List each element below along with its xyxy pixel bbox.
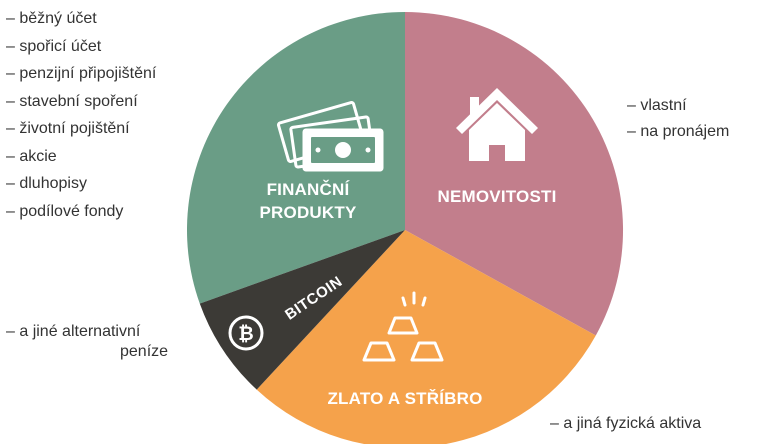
note-item: – podílové fondy (6, 202, 124, 220)
note-item-continuation: peníze (120, 343, 169, 360)
svg-text:₿: ₿ (238, 323, 253, 345)
notes-financial: – běžný účet – spořicí účet – penzijní p… (6, 9, 156, 229)
note-item: – životní pojištění (6, 120, 130, 137)
notes-gold: – a jiná fyzická aktiva (550, 414, 701, 434)
note-item: – akcie (6, 147, 57, 165)
bitcoin-icon: ₿ (228, 315, 264, 351)
label-financial-line-1: FINANČNÍ (266, 180, 350, 199)
gold-bars-icon (362, 291, 444, 362)
note-item: – vlastní (627, 97, 687, 114)
label-gold: ZLATO A STŘÍBRO (327, 389, 483, 408)
note-item: – běžný účet (6, 10, 97, 27)
sector-gold (256, 230, 596, 444)
note-item: – dluhopisy (6, 175, 87, 192)
house-icon (456, 88, 538, 161)
banknote-icon (276, 100, 384, 172)
note-item: – a jiná fyzická aktiva (550, 415, 702, 432)
notes-realestate: – vlastní – na pronájem (627, 96, 729, 148)
note-item: – spořicí účet (6, 37, 102, 55)
label-financial: FINANČNÍ PRODUKTY (238, 178, 378, 224)
notes-bitcoin: – a jiné alternativní peníze (6, 322, 168, 362)
note-item: – a jiné alternativní (6, 323, 141, 340)
sector-realestate (405, 11, 624, 336)
note-item: – na pronájem (627, 123, 730, 140)
note-item: – penzijní připojištění (6, 65, 157, 82)
note-item: – stavební spoření (6, 92, 138, 110)
label-realestate: NEMOVITOSTI (437, 187, 557, 206)
label-financial-line-2: PRODUKTY (259, 203, 357, 222)
